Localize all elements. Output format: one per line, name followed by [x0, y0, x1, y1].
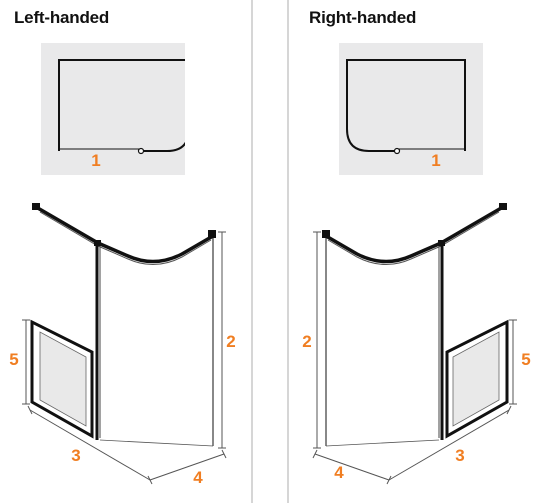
left-depth-dim-tick [221, 449, 227, 459]
left-top-rail-inner [39, 211, 212, 265]
right-top-rail-inner [327, 211, 500, 265]
right-top-rail [325, 205, 504, 264]
left-rail-bracket-mid [94, 240, 101, 246]
right-rail-bracket-back [499, 203, 507, 210]
right-plan-door-pivot [393, 147, 401, 155]
right-plan-view [339, 43, 483, 175]
right-rail-bracket-corner [322, 230, 330, 238]
left-width-label: 3 [71, 446, 81, 465]
left-door-label: 5 [9, 350, 19, 369]
right-door-glass [452, 331, 500, 427]
left-depth-label: 4 [193, 468, 203, 487]
left-door-sill [31, 401, 93, 437]
right-depth-dim-tick [312, 449, 318, 459]
right-heading: Right-handed [309, 8, 417, 27]
right-plan-label: 1 [431, 151, 441, 170]
left-top-rail [35, 205, 214, 264]
right-plan-drawing [346, 59, 466, 155]
right-width-dim-tick-a [506, 405, 512, 415]
right-depth-label: 4 [334, 463, 344, 482]
left-heading: Left-handed [14, 8, 110, 27]
right-plan-outline [346, 59, 466, 152]
right-width-label: 3 [455, 446, 465, 465]
left-plan-label: 1 [91, 151, 101, 170]
left-plan-door-pivot [137, 147, 145, 155]
right-divider [287, 0, 289, 503]
right-door-label: 5 [521, 350, 531, 369]
right-depth-dim-line [314, 453, 390, 481]
left-width-dim-line [29, 409, 151, 481]
left-width-dim-tick-a [27, 405, 33, 415]
left-rail-bracket-back [32, 203, 40, 210]
left-depth-dim-line [149, 453, 225, 481]
right-floor-line [325, 439, 440, 447]
right-door-sill [446, 401, 508, 437]
left-floor-line [99, 439, 214, 447]
left-height-label: 2 [226, 332, 236, 351]
right-height-label: 2 [302, 332, 312, 351]
left-rail-bracket-corner [208, 230, 216, 238]
left-divider [251, 0, 253, 503]
left-door-glass [39, 331, 87, 427]
right-width-dim-line [388, 409, 510, 481]
right-rail-bracket-mid [438, 240, 445, 246]
